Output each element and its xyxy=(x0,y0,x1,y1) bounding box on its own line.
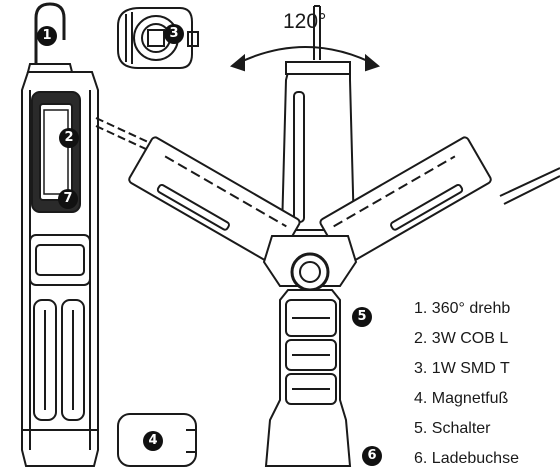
rotation-angle-label: 120° xyxy=(283,10,327,33)
legend-item-6: 6. Ladebuchse xyxy=(414,450,519,467)
callout-switch: 5 xyxy=(352,307,372,327)
pivot-joint xyxy=(290,252,330,292)
legend-item-5: 5. Schalter xyxy=(414,420,491,437)
callout-smd-top-light: 3 xyxy=(164,24,184,44)
side-view-lamp xyxy=(21,2,99,467)
callout-cob-light: 2 xyxy=(59,128,79,148)
multi-position-lamp xyxy=(95,5,560,467)
hook xyxy=(34,2,66,64)
top-light-view xyxy=(117,7,199,69)
legend-item-2: 2. 3W COB L xyxy=(414,330,509,347)
callout-magnet-base: 4 xyxy=(143,431,163,451)
center-handle xyxy=(264,289,352,467)
callout-hook: 1 xyxy=(37,26,57,46)
legend-item-1: 1. 360° drehb xyxy=(414,300,511,317)
callout-indicator: 7 xyxy=(58,189,78,209)
rotation-indicator xyxy=(229,46,381,72)
legend-item-4: 4. Magnetfuß xyxy=(414,390,509,407)
legend-item-3: 3. 1W SMD T xyxy=(414,360,510,377)
callout-charging-port: 6 xyxy=(362,446,382,466)
